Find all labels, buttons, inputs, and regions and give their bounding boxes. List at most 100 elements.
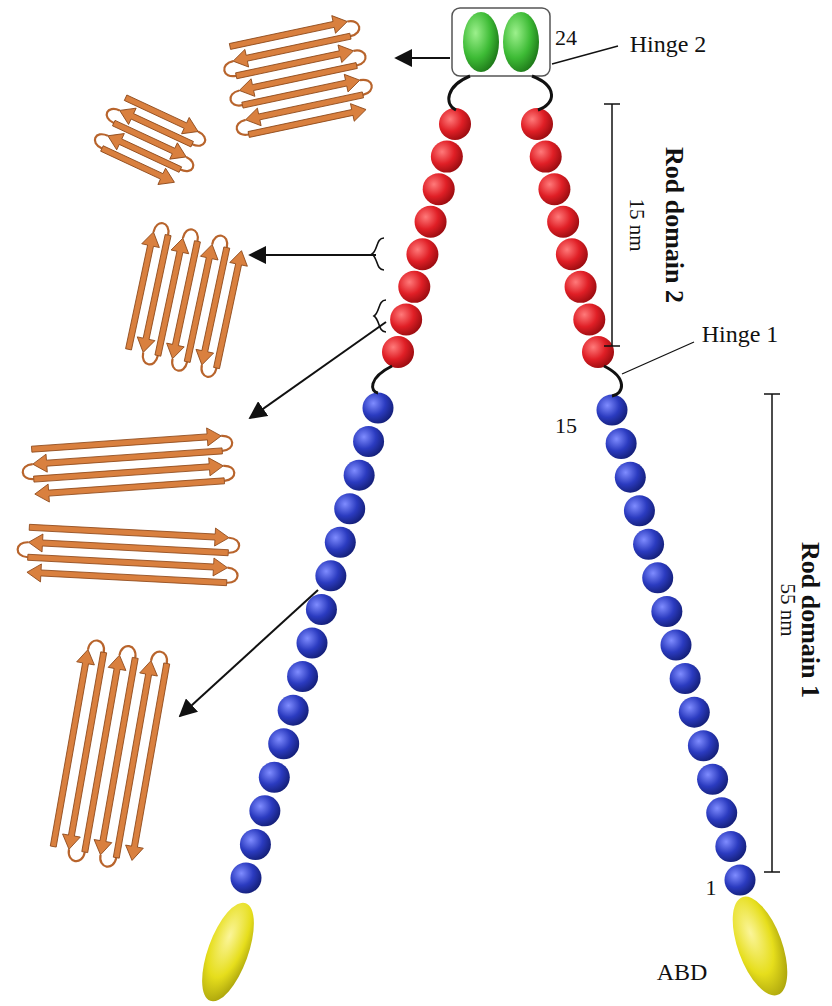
loop [192,132,207,149]
rod1-left [231,393,394,894]
rod2-right [521,108,614,368]
domain-bead [679,697,710,728]
domain-bead [573,303,605,335]
domain-bead [661,630,692,661]
domain-bead [382,336,414,368]
dimension-label: 55 nm [775,583,798,636]
loop [223,465,235,481]
domain-bead [556,238,588,270]
loop [223,61,236,78]
domain-bead [582,336,614,368]
domain-bead [249,795,280,826]
part-label: Hinge 1 [702,321,779,347]
abd-left [191,896,264,1006]
loop [88,639,106,652]
domain-bead [688,730,719,761]
domain-bead [565,271,597,303]
beta-sandwich [118,220,253,380]
domain-bead [398,271,430,303]
loop [228,538,239,554]
domain-bead [363,393,394,424]
dimension-brackets [604,104,780,872]
domain-bead [670,663,701,694]
domain-bead [278,695,309,726]
domain-bead [615,462,646,493]
part-label: ABD [657,959,708,985]
beta-strand [34,472,225,503]
beta-strand [123,662,175,862]
domain-bead [306,594,337,625]
domain-bead [715,831,746,862]
loop [151,650,169,663]
domain-bead [297,628,328,659]
beta-sandwich [21,426,236,504]
loop [212,234,229,247]
dimension-label: Rod domain 1 [796,542,825,698]
loop [119,645,137,658]
beta-strand [98,140,178,190]
domain-bead [706,797,737,828]
part-label: Hinge 2 [630,31,707,57]
domain-beads [231,108,756,896]
domain-24-right [503,12,539,72]
domain-bead [231,863,262,894]
beta-sandwich [43,638,178,873]
domain-bead [725,865,756,896]
loop [153,222,170,235]
domain-bead [334,493,365,524]
domain-bead [268,728,299,759]
loop [92,131,107,148]
abd-right [722,890,799,1003]
rod1-right [597,395,756,896]
domain-24-left [463,12,499,72]
domain-bead [287,661,318,692]
beta-sandwich [218,11,378,146]
domain-bead [325,527,356,558]
domain-bead [423,173,455,205]
loop [104,106,119,123]
loop [229,90,242,107]
dimer-box [452,8,550,76]
domain-bead [344,460,375,491]
leader-lines [552,46,694,374]
domain-bead [390,303,422,335]
domain-bead [521,108,553,140]
loop [17,542,28,558]
protein-ribbons [16,11,378,873]
loop [183,228,200,241]
domain-bead [439,108,471,140]
domain-bead [415,206,447,238]
domain-bead [642,562,673,593]
domain-bead [240,829,271,860]
domain-bead [406,238,438,270]
part-label: 1 [706,876,717,900]
loop [235,120,248,137]
part-label: 24 [555,26,577,50]
domain-bead [606,428,637,459]
rod2-left [382,108,471,368]
beta-strand [208,249,251,370]
domain-bead [697,764,728,795]
loop [22,464,34,480]
domain-bead [624,495,655,526]
loop [221,435,233,451]
domain-bead [547,206,579,238]
domain-bead [259,762,290,793]
domain-bead [431,141,463,173]
loop [227,568,238,584]
domain-bead [651,596,682,627]
dimension-label: Rod domain 2 [660,147,689,303]
domain-bead [538,173,570,205]
loop [180,157,195,174]
domain-bead [633,529,664,560]
dimension-label: 15 nm [624,198,647,251]
domain-bead [353,426,384,457]
part-label: 15 [555,414,577,438]
pointer-arrows [180,58,450,716]
hinge-arcs [373,76,622,396]
domain-bead [530,141,562,173]
beta-sandwich [16,518,240,592]
